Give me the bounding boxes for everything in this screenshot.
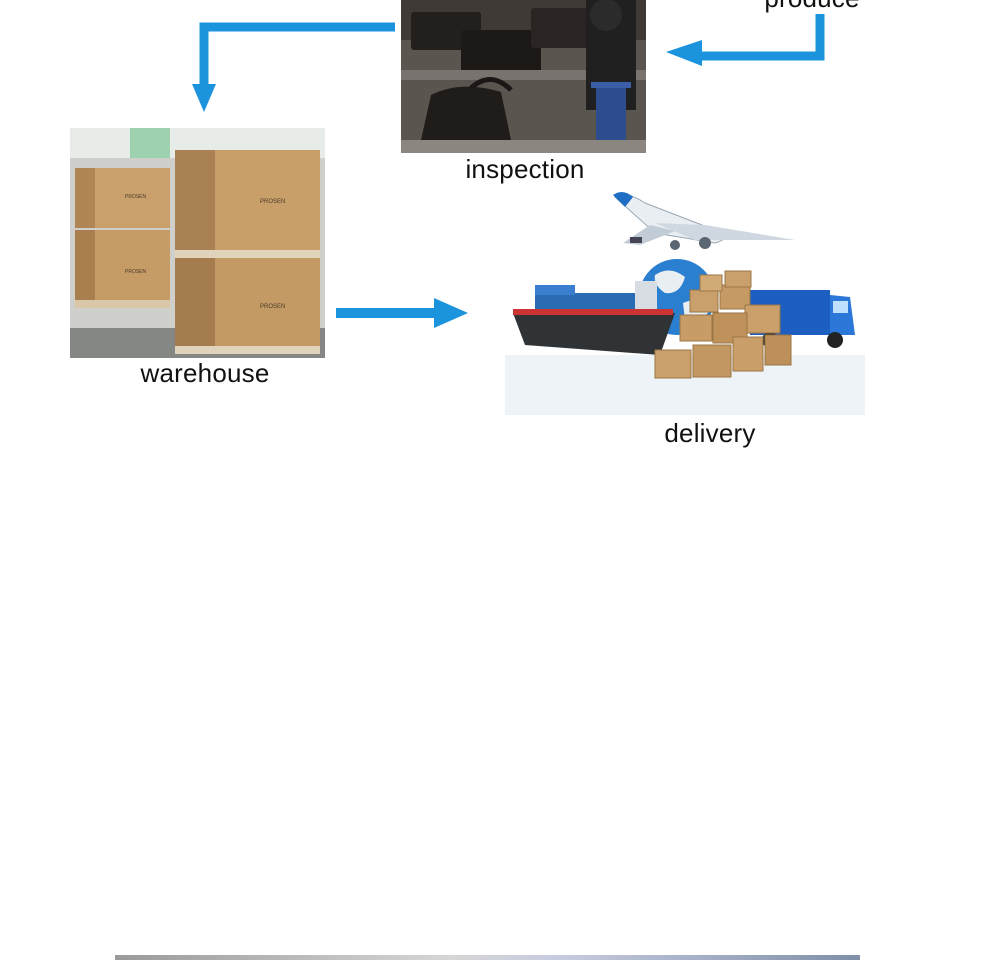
svg-text:PROSEN: PROSEN (260, 199, 285, 205)
svg-text:PROSEN: PROSEN (125, 194, 147, 200)
warehouse-to-delivery-arrow (336, 298, 470, 328)
svg-text:PROSEN: PROSEN (260, 304, 285, 310)
delivery-label: delivery (635, 418, 785, 449)
produce-to-inspection-arrow (660, 10, 830, 66)
airplane-icon (613, 192, 795, 250)
bottom-cropped-image (115, 955, 860, 960)
inspection-to-warehouse-arrow (190, 18, 395, 114)
warehouse-label: warehouse (120, 358, 290, 389)
inspection-photo (401, 0, 646, 153)
ship-icon (513, 281, 675, 355)
svg-text:PROSEN: PROSEN (125, 269, 147, 275)
delivery-illustration (505, 185, 865, 430)
warehouse-photo: PROSEN PROSEN PROSEN PROSEN (70, 128, 325, 358)
inspection-label: inspection (445, 154, 605, 185)
